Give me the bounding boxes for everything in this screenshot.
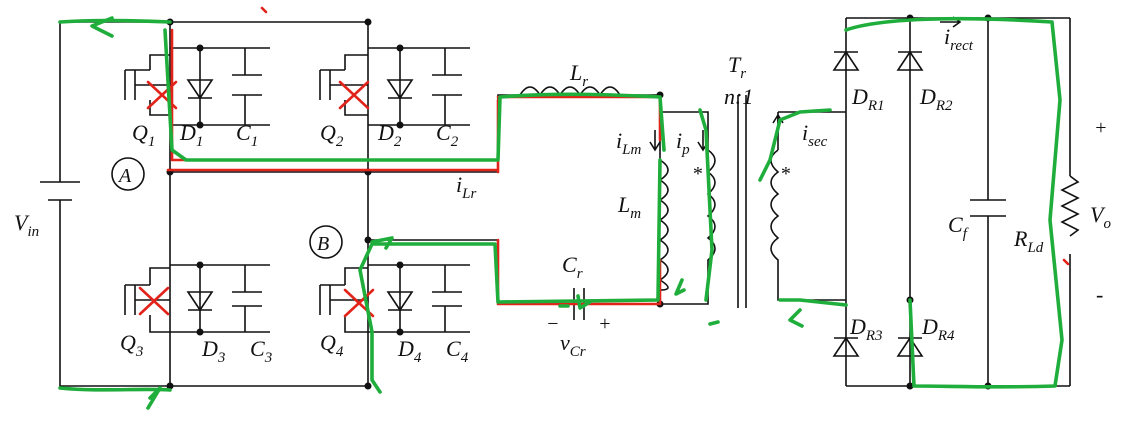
label-node-b: B <box>317 233 329 255</box>
label-cr: Cr <box>562 252 583 282</box>
x-mark-q3 <box>138 286 170 316</box>
label-d4: D4 <box>397 336 422 366</box>
label-ilm: iLm <box>616 128 641 158</box>
label-d1: D1 <box>179 120 203 150</box>
label-vcr: vCr <box>560 330 586 360</box>
label-vin: Vin <box>14 210 39 240</box>
label-q4: Q4 <box>320 330 344 360</box>
label-cr-minus: − <box>546 313 560 335</box>
vin-source-plates <box>40 181 80 201</box>
label-dr1: DR1 <box>851 84 885 114</box>
x-mark-q2 <box>338 80 370 110</box>
green-arrow-top <box>90 16 114 38</box>
node-b-circle <box>309 225 343 259</box>
label-c3: C3 <box>250 336 272 366</box>
label-d3: D3 <box>201 336 225 366</box>
label-cr-plus: + <box>598 313 612 335</box>
label-c1: C1 <box>236 120 258 150</box>
label-dr2: DR2 <box>919 84 953 114</box>
label-tr: Tr <box>728 52 746 82</box>
x-mark-q1 <box>146 80 178 110</box>
node-a-circle <box>111 157 145 191</box>
label-ratio: n:1 <box>724 84 753 109</box>
label-c2: C2 <box>436 120 459 150</box>
label-q3: Q3 <box>120 330 143 360</box>
label-vo: Vo <box>1090 202 1111 232</box>
label-c4: C4 <box>446 336 469 366</box>
label-dr3: DR3 <box>849 314 883 344</box>
label-q2: Q2 <box>320 120 344 150</box>
green-arrow-bottom <box>146 386 162 410</box>
green-annotations <box>58 16 1064 410</box>
label-ilr: iLr <box>456 172 476 202</box>
label-dot-secondary: * <box>780 163 790 185</box>
label-dr4: DR4 <box>921 314 955 344</box>
label-d2: D2 <box>377 120 402 150</box>
label-ip: ip <box>676 128 690 158</box>
label-node-a: A <box>117 165 132 187</box>
label-vo-plus: + <box>1094 117 1108 139</box>
label-cf: Cf <box>948 212 969 242</box>
labels: Vin A B Q1 Q2 Q3 Q4 D1 D2 D3 D4 C1 C2 C3… <box>14 24 1111 366</box>
label-isec: isec <box>802 120 828 150</box>
label-rld: RLd <box>1013 226 1044 256</box>
label-irect: irect <box>944 24 974 54</box>
label-lr: Lr <box>569 60 588 90</box>
label-vo-minus: - <box>1096 282 1103 307</box>
label-dot-primary: * <box>692 163 702 185</box>
red-annotations <box>138 6 1070 318</box>
label-q1: Q1 <box>132 120 155 150</box>
label-lm: Lm <box>617 192 641 222</box>
